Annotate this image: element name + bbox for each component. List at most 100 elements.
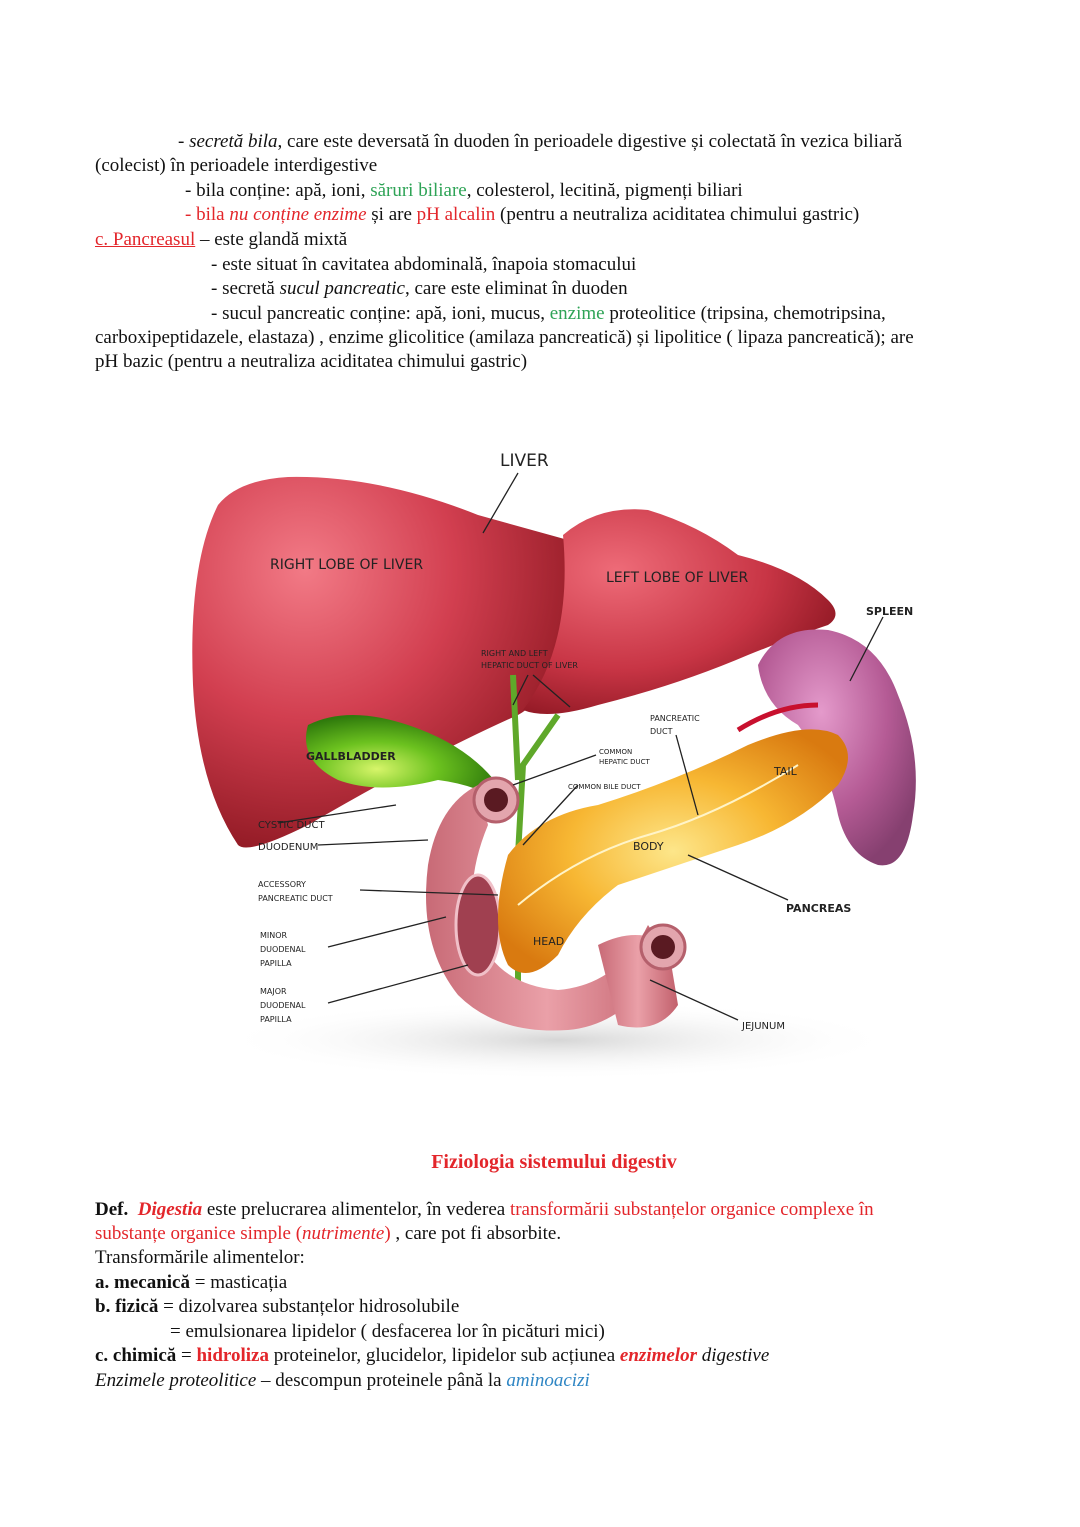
- label-duodenum: DUODENUM: [258, 842, 318, 853]
- jejunum-lumen: [651, 935, 675, 959]
- ph-alkaline-term: pH alcalin: [416, 204, 496, 225]
- text: proteinelor, glucidelor, lipidelor sub a…: [268, 1345, 620, 1366]
- physical-line: b. fizică = dizolvarea substanțelor hidr…: [95, 1295, 459, 1319]
- text: = dizolvarea substanțelor hidrosolubile: [158, 1296, 460, 1317]
- mechanical-line: a. mecanică = masticația: [95, 1271, 287, 1295]
- digestion-term: Digestia: [137, 1199, 203, 1220]
- physical-line-2: = emulsionarea lipidelor ( desfacerea lo…: [170, 1321, 605, 1342]
- anatomy-figure: LIVER RIGHT LOBE OF LIVER LEFT LOBE OF L…: [178, 385, 930, 1125]
- label-minor-3: PAPILLA: [260, 959, 292, 968]
- dash: -: [178, 131, 190, 152]
- def-label: Def.: [95, 1199, 129, 1220]
- duodenum-lumen: [484, 788, 508, 812]
- text: = masticația: [189, 1272, 288, 1293]
- liver-pancreas-illustration: LIVER RIGHT LOBE OF LIVER LEFT LOBE OF L…: [192, 451, 916, 1080]
- label-pancreas: PANCREAS: [786, 902, 851, 915]
- label-major-3: PAPILLA: [260, 1015, 292, 1024]
- label-right-lobe: RIGHT LOBE OF LIVER: [270, 557, 423, 573]
- chemical-label: c. chimică: [95, 1345, 177, 1366]
- hydrolysis-term: hidroliza: [196, 1345, 269, 1366]
- label-gallbladder: GALLBLADDER: [306, 750, 396, 763]
- text: , care este deversată în duoden în perio…: [277, 131, 903, 152]
- pancreatic-juice-content-line: - sucul pancreatic conține: apă, ioni, m…: [211, 302, 886, 326]
- text: – descompun proteinele până la: [256, 1370, 507, 1391]
- text: , care pot fi absorbite.: [390, 1223, 562, 1244]
- label-accessory-1: ACCESSORY: [258, 880, 306, 889]
- text: =: [176, 1345, 197, 1366]
- text: ): [384, 1223, 391, 1244]
- label-hepatic-ducts-2: HEPATIC DUCT OF LIVER: [481, 661, 578, 670]
- label-jejunum: JEJUNUM: [741, 1021, 785, 1032]
- label-accessory-2: PANCREATIC DUCT: [258, 894, 333, 903]
- text: este prelucrarea alimentelor, în vederea: [202, 1199, 510, 1220]
- label-minor-1: MINOR: [260, 931, 288, 940]
- pancreatic-ph-line: pH bazic (pentru a neutraliza aciditatea…: [95, 351, 528, 372]
- pancreatic-duct: [517, 764, 799, 906]
- label-pancreatic-duct-2: DUCT: [650, 727, 673, 736]
- duodenum-interior: [454, 873, 502, 977]
- label-common-hepatic-1: COMMON: [599, 748, 632, 756]
- text: bila: [196, 204, 230, 225]
- label-cystic-duct: CYSTIC DUCT: [258, 820, 325, 831]
- nutrients-term: nutrimente: [302, 1223, 385, 1244]
- label-tail: TAIL: [773, 765, 798, 778]
- text: (pentru a neutraliza aciditatea chimului…: [495, 204, 860, 225]
- label-major-2: DUODENAL: [260, 1001, 306, 1010]
- bile-secretion-line: - secretă bila, care este deversată în d…: [178, 130, 902, 154]
- text: proteolitice (tripsina, chemotripsina,: [604, 303, 886, 324]
- label-head: HEAD: [533, 935, 564, 948]
- text: - sucul pancreatic conține: apă, ioni, m…: [211, 303, 550, 324]
- splenic-artery: [736, 702, 819, 733]
- label-body: BODY: [633, 840, 664, 853]
- enzymes-term: enzimelor: [619, 1345, 697, 1366]
- section-title: Fiziologia sistemului digestiv: [431, 1151, 677, 1173]
- pancreatic-enzymes-line: carboxipeptidazele, elastaza) , enzime g…: [95, 327, 914, 348]
- pancreas: [498, 729, 848, 973]
- leader-lines: [277, 472, 884, 1021]
- pancreas-heading: c. Pancreasul: [95, 229, 196, 250]
- text: - bila conține: apă, ioni,: [185, 180, 371, 201]
- pancreas-secretion-line: - secretă sucul pancreatic, care este el…: [211, 277, 628, 301]
- text: transformării substanțelor organice comp…: [509, 1199, 874, 1220]
- label-pancreatic-duct-1: PANCREATIC: [650, 714, 700, 723]
- bile-no-enzymes-line: - bila nu conține enzime și are pH alcal…: [185, 203, 859, 227]
- definition-line-cont: substanțe organice simple (nutrimente) ,…: [95, 1222, 561, 1246]
- gallbladder: [306, 715, 508, 805]
- proteolytic-enzymes-term: Enzimele proteolitice: [95, 1370, 257, 1391]
- text: digestive: [696, 1345, 770, 1366]
- text: și are: [366, 204, 417, 225]
- label-minor-2: DUODENAL: [260, 945, 306, 954]
- label-major-1: MAJOR: [260, 987, 287, 996]
- bile-secretion-term: secretă bila: [189, 131, 278, 152]
- text: , colesterol, lecitină, pigmenți biliari: [466, 180, 743, 201]
- pancreatic-juice-term: sucul pancreatic: [279, 278, 405, 299]
- bile-secretion-line-cont: (colecist) în perioadele interdigestive: [95, 155, 378, 176]
- label-spleen: SPLEEN: [866, 605, 913, 618]
- text: substanțe organice simple (: [95, 1223, 303, 1244]
- text: - secretă: [211, 278, 280, 299]
- bile-salts-term: săruri biliare: [370, 180, 467, 201]
- definition-line: Def. Digestia este prelucrarea alimentel…: [95, 1198, 874, 1222]
- mechanical-label: a. mecanică: [95, 1272, 190, 1293]
- pancreas-location-line: - este situat în cavitatea abdominală, î…: [211, 254, 637, 275]
- enzymes-term: enzime: [549, 303, 605, 324]
- no-enzymes-term: nu conține enzime: [229, 204, 367, 225]
- dash: -: [185, 204, 197, 225]
- label-left-lobe: LEFT LOBE OF LIVER: [606, 570, 749, 586]
- left-lobe-of-liver: [523, 509, 836, 714]
- shadow: [218, 1000, 898, 1080]
- proteolytic-line: Enzimele proteolitice – descompun protei…: [95, 1369, 590, 1393]
- right-lobe-of-liver: [192, 476, 569, 848]
- label-common-hepatic-2: HEPATIC DUCT: [599, 758, 651, 766]
- text: – este glandă mixtă: [195, 229, 348, 250]
- bile-content-line: - bila conține: apă, ioni, săruri biliar…: [185, 179, 743, 203]
- label-liver: LIVER: [500, 451, 549, 471]
- label-common-bile-duct: COMMON BILE DUCT: [568, 783, 641, 791]
- amino-acids-term: aminoacizi: [506, 1370, 590, 1391]
- chemical-line: c. chimică = hidroliza proteinelor, gluc…: [95, 1344, 769, 1368]
- pancreas-heading-line: c. Pancreasul – este glandă mixtă: [95, 228, 347, 252]
- transformations-heading: Transformările alimentelor:: [95, 1247, 305, 1268]
- label-hepatic-ducts-1: RIGHT AND LEFT: [481, 649, 548, 658]
- text: , care este eliminat în duoden: [404, 278, 628, 299]
- physical-label: b. fizică: [95, 1296, 159, 1317]
